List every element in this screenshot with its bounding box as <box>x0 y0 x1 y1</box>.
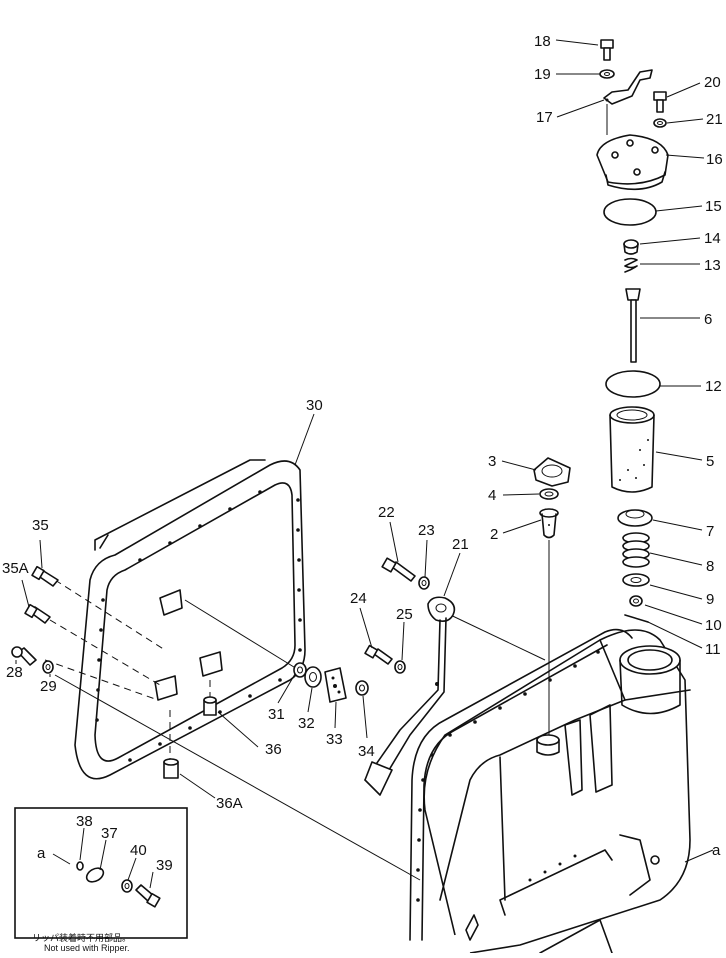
gasket-32 <box>304 666 322 688</box>
pin-11 <box>624 614 649 623</box>
washer-29 <box>42 660 54 674</box>
spring-8 <box>622 532 650 568</box>
gasket-4 <box>539 488 559 500</box>
callout-35: 35 <box>32 517 49 534</box>
nut-10 <box>629 595 643 607</box>
inset-note-en: Not used with Ripper. <box>44 943 130 953</box>
callout-37: 37 <box>101 825 118 842</box>
callout-11: 11 <box>705 641 721 658</box>
callout-35a: 35A <box>2 560 29 577</box>
valve-7 <box>617 509 653 527</box>
plug-36 <box>203 696 217 716</box>
gauge-bracket-22 <box>364 596 456 796</box>
tank-body <box>409 628 691 954</box>
callout-39: 39 <box>156 857 173 874</box>
spring-seat-14 <box>623 239 639 255</box>
callout-6: 6 <box>704 311 712 328</box>
dipstick-6 <box>625 288 641 363</box>
callout-34: 34 <box>358 743 375 760</box>
callout-14: 14 <box>704 230 721 247</box>
o-ring-12 <box>605 370 661 398</box>
callout-20: 20 <box>704 74 721 91</box>
callout-24: 23 <box>418 522 435 539</box>
callout-28: 28 <box>6 664 23 681</box>
washer-26 <box>394 660 406 674</box>
spring-13 <box>624 257 638 273</box>
bolt-39 <box>135 884 161 908</box>
callout-18: 18 <box>534 33 551 50</box>
washer-31 <box>293 662 307 678</box>
o-ring-37 <box>85 867 105 883</box>
cover-panel-holes <box>95 490 302 762</box>
callout-36a: 36A <box>216 795 243 812</box>
callout-3: 3 <box>488 453 496 470</box>
washer-21 <box>653 118 667 128</box>
callout-12: 12 <box>705 378 722 395</box>
cover-panel <box>74 459 306 780</box>
callout-15: 15 <box>705 198 722 215</box>
callout-31: 31 <box>268 706 285 723</box>
callout-19: 19 <box>534 66 551 83</box>
bracket-17 <box>603 69 653 105</box>
bolt-35a <box>24 603 51 624</box>
plug-36a <box>163 758 179 779</box>
inset-note-jp: リッパ装着時不用部品。 <box>32 932 131 943</box>
callout-8: 8 <box>706 558 714 575</box>
assembly-lines <box>44 579 546 881</box>
cover-16 <box>596 134 669 191</box>
bolt-20 <box>653 91 667 113</box>
element-5 <box>609 406 655 493</box>
inset-ref-a: a <box>37 845 46 862</box>
callout-labels: 18 19 17 20 21 16 15 14 13 6 12 5 7 8 9 … <box>2 33 723 859</box>
callout-30: 30 <box>306 397 323 414</box>
leader-lines <box>15 39 714 863</box>
callout-36: 36 <box>265 741 282 758</box>
bolt-23 <box>381 557 416 582</box>
callout-33: 33 <box>326 731 343 748</box>
callout-10: 10 <box>705 617 722 634</box>
plug-38 <box>76 861 84 871</box>
bolt-35 <box>31 565 59 587</box>
bolt-28 <box>11 646 37 666</box>
callout-2: 2 <box>490 526 498 543</box>
callout-4: 4 <box>488 487 496 504</box>
detail-ref-a: a <box>712 842 721 859</box>
callout-21: 21 <box>706 111 723 128</box>
callout-38: 38 <box>76 813 93 830</box>
callout-9: 9 <box>706 591 714 608</box>
inset-box: a 38 37 40 39 リッパ装着時不用部品。 Not used with … <box>14 807 188 953</box>
bolt-18 <box>600 39 614 61</box>
callout-5: 5 <box>706 453 714 470</box>
seat-9 <box>622 573 650 587</box>
callout-25: 24 <box>350 590 367 607</box>
callout-22: 21 <box>452 536 469 553</box>
cap-3 <box>533 457 571 487</box>
callout-32: 32 <box>298 715 315 732</box>
bolt-25 <box>364 644 393 665</box>
strainer-2 <box>539 508 559 539</box>
nut-34 <box>355 680 369 696</box>
cover-33 <box>324 667 347 703</box>
callout-40: 40 <box>130 842 147 859</box>
washer-24 <box>418 576 430 590</box>
o-ring-15 <box>603 198 657 226</box>
callout-16: 16 <box>706 151 723 168</box>
washer-40 <box>121 879 133 893</box>
callout-13: 13 <box>704 257 721 274</box>
callout-7: 7 <box>706 523 714 540</box>
callout-23: 22 <box>378 504 395 521</box>
callout-26: 25 <box>396 606 413 623</box>
callout-29: 29 <box>40 678 57 695</box>
washer-19 <box>599 69 615 79</box>
callout-17: 17 <box>536 109 553 126</box>
